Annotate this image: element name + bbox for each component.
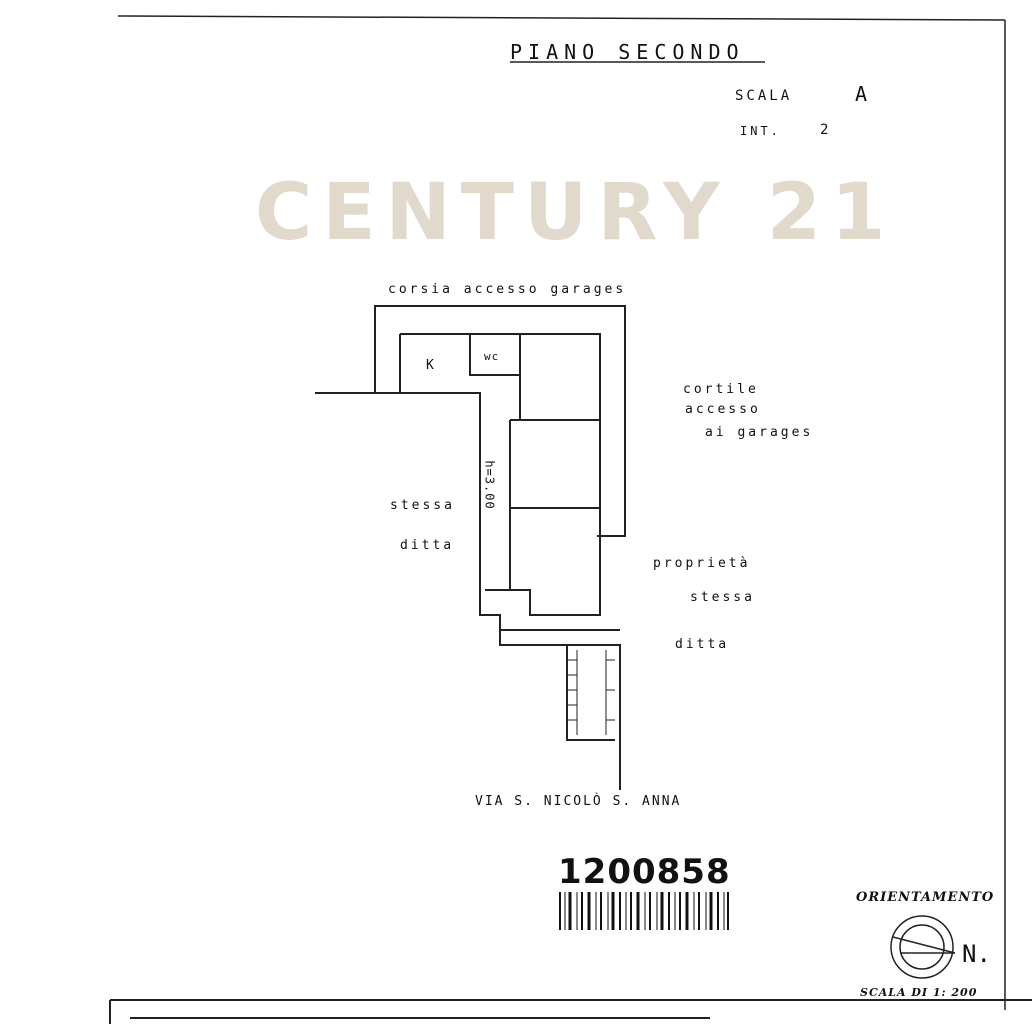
- scale-label: SCALA DI 1: 200: [860, 986, 978, 999]
- barcode: [559, 892, 729, 930]
- height-label: h=3.00: [482, 460, 497, 510]
- proprieta-label: proprietà: [653, 556, 751, 571]
- scala-value: A: [855, 82, 871, 106]
- interno-value: 2: [820, 122, 832, 138]
- kitchen-label: K: [426, 358, 437, 373]
- interno-label: INT.: [740, 124, 781, 138]
- page-title: PIANO SECONDO: [510, 40, 745, 64]
- corsia-label: corsia accesso garages: [388, 282, 627, 297]
- ditta-label: ditta: [400, 538, 455, 553]
- document-code: 1200858: [558, 852, 731, 892]
- proprieta-label: stessa: [690, 590, 755, 605]
- street-label: VIA S. NICOLÒ S. ANNA: [475, 794, 682, 809]
- cortile-label: cortile: [683, 382, 759, 397]
- cortile-label: accesso: [685, 402, 761, 417]
- scala-label: SCALA: [735, 88, 793, 104]
- orientation-title: ORIENTAMENTO: [856, 890, 995, 905]
- compass-icon: [890, 915, 956, 979]
- north-label: N.: [962, 940, 991, 968]
- proprieta-label: ditta: [675, 637, 730, 652]
- cortile-label: ai garages: [705, 425, 814, 440]
- watermark: CENTURY 21: [255, 168, 896, 258]
- wc-label: wc: [484, 350, 500, 363]
- stessa-label: stessa: [390, 498, 455, 513]
